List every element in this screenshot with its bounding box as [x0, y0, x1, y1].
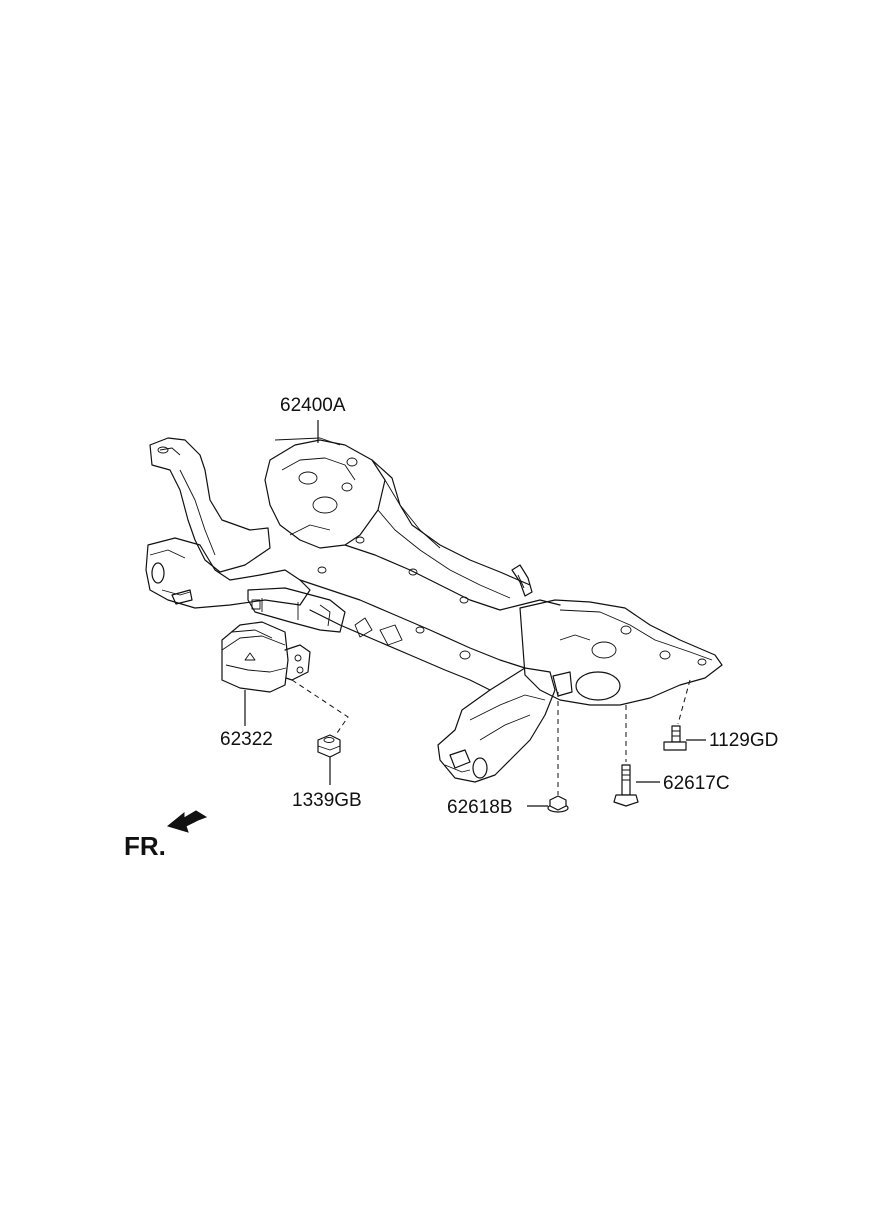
label-flange-nut: 62618B	[447, 797, 513, 818]
long-bolt-drawing	[613, 764, 639, 807]
front-direction-label: FR.	[124, 831, 166, 861]
short-bolt-drawing	[663, 725, 687, 751]
label-nut-small: 1339GB	[292, 790, 362, 811]
subframe-drawing	[145, 437, 723, 783]
flange-nut-drawing	[547, 795, 569, 813]
label-mount-bracket: 62322	[220, 729, 273, 750]
label-short-bolt: 1129GD	[709, 730, 778, 751]
leader-lines	[244, 420, 706, 807]
label-long-bolt: 62617C	[663, 773, 730, 794]
nut-small-drawing	[317, 734, 341, 758]
front-direction-arrow-icon	[166, 810, 208, 833]
label-subframe: 62400A	[280, 395, 346, 416]
mount-bracket-drawing	[221, 621, 311, 693]
